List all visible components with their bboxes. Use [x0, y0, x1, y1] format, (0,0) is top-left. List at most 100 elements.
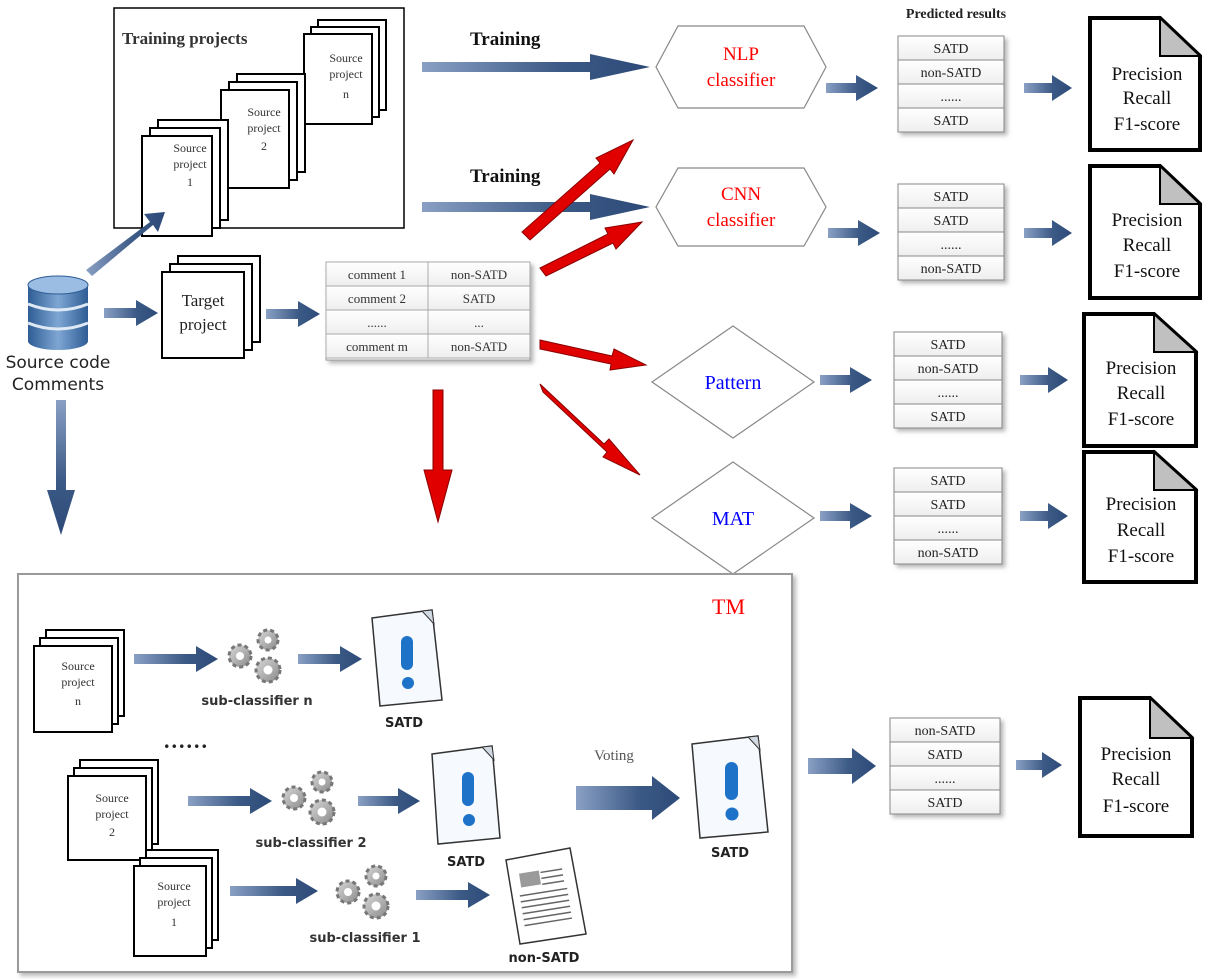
- gears-icon-1: [335, 864, 390, 920]
- metrics-doc-cnn: Precision Recall F1-score: [1088, 163, 1203, 300]
- mat-result-3: ......: [938, 522, 959, 537]
- training-project-1-line1: Source: [173, 141, 206, 155]
- results-table-pattern: [893, 331, 1003, 429]
- mat-classifier: MAT: [650, 461, 816, 575]
- nlp-result-2: non-SATD: [921, 66, 982, 81]
- pattern-result-3: ......: [938, 386, 959, 401]
- pattern-result-1: SATD: [930, 338, 965, 353]
- tm-metric-precision: Precision: [1101, 744, 1172, 765]
- table-row-2-comment: comment 2: [348, 291, 406, 306]
- tm-project-1-line2: project: [157, 895, 191, 909]
- red-arrow-to-mat: [539, 383, 641, 476]
- arrow-pattern-to-metrics: [1020, 367, 1068, 393]
- predicted-results-title: Predicted results: [906, 7, 1007, 22]
- arrow-cnn-to-results: [828, 220, 880, 246]
- arrow-gears-n-to-output: [298, 646, 362, 672]
- tm-project-n-line2: project: [61, 675, 95, 689]
- tm-source-project-2: Source project 2: [67, 759, 159, 861]
- mat-result-4: non-SATD: [918, 546, 979, 561]
- pattern-metric-f1: F1-score: [1108, 409, 1174, 430]
- table-row-4-label: non-SATD: [451, 339, 507, 354]
- tm-result-3: ......: [935, 772, 956, 787]
- results-table-mat: [893, 467, 1003, 565]
- cnn-classifier-line1: CNN: [721, 184, 761, 205]
- satd-output-2: SATD: [447, 855, 485, 870]
- nlp-metric-recall: Recall: [1123, 88, 1172, 109]
- database-label-line2: Comments: [12, 375, 104, 395]
- arrow-target-to-table: [266, 301, 320, 327]
- arrow-tm-project-1-to-gears: [230, 878, 318, 904]
- tm-project-n-line1: Source: [61, 659, 94, 673]
- arrow-tm-project-2-to-gears: [188, 788, 272, 814]
- tm-ellipsis: ......: [164, 728, 209, 753]
- tm-result-4: SATD: [927, 796, 962, 811]
- arrow-db-to-training: [86, 212, 165, 276]
- training-projects-title: Training projects: [122, 29, 248, 48]
- target-project-line2: project: [179, 315, 226, 334]
- training-project-2-line2: project: [247, 121, 281, 135]
- cnn-classifier-line2: classifier: [707, 210, 776, 231]
- cnn-metric-f1: F1-score: [1114, 261, 1180, 282]
- training-label-2: Training: [470, 166, 541, 187]
- cnn-metric-precision: Precision: [1112, 210, 1183, 231]
- nlp-classifier-line2: classifier: [707, 70, 776, 91]
- sub-classifier-n-label: sub-classifier n: [201, 694, 312, 709]
- results-table-cnn: [897, 183, 1005, 281]
- pattern-classifier-label: Pattern: [705, 372, 762, 394]
- training-label-1: Training: [470, 29, 541, 50]
- table-row-3-comment: ......: [367, 315, 387, 330]
- training-arrow-1: [422, 54, 650, 80]
- cnn-result-1: SATD: [933, 190, 968, 205]
- database-icon: [27, 275, 89, 350]
- arrow-tm-project-n-to-gears: [134, 646, 218, 672]
- nlp-result-1: SATD: [933, 42, 968, 57]
- training-source-project-2: Source project 2: [220, 73, 306, 189]
- arrow-db-to-tm: [47, 400, 75, 535]
- tm-result-2: SATD: [927, 748, 962, 763]
- nlp-result-4: SATD: [933, 114, 968, 129]
- target-project: Target project: [161, 255, 261, 359]
- satd-alert-icon-2: [431, 745, 501, 845]
- mat-result-1: SATD: [930, 474, 965, 489]
- table-row-4-comment: comment m: [346, 339, 408, 354]
- arrow-gears-2-to-output: [358, 788, 420, 814]
- tm-result-1: non-SATD: [915, 724, 976, 739]
- arrow-gears-1-to-output: [416, 882, 490, 908]
- training-project-1-line3: 1: [187, 175, 193, 189]
- training-project-n-line2: project: [329, 67, 363, 81]
- pattern-metric-recall: Recall: [1117, 383, 1166, 404]
- voting-label: Voting: [594, 748, 634, 764]
- arrow-db-to-target: [104, 300, 158, 326]
- table-row-1-comment: comment 1: [348, 267, 406, 282]
- arrow-nlp-to-metrics: [1024, 75, 1072, 101]
- gears-icon-2: [281, 770, 336, 826]
- training-project-2-line3: 2: [261, 139, 267, 153]
- metrics-doc-mat: Precision Recall F1-score: [1082, 449, 1199, 584]
- database-label-line1: Source code: [6, 353, 111, 373]
- red-arrow-down-to-tm: [423, 389, 453, 524]
- results-table-tm: [889, 717, 1001, 815]
- non-satd-doc-icon: [505, 847, 587, 945]
- gears-icon-n: [227, 628, 282, 684]
- target-project-line1: Target: [182, 291, 225, 310]
- pattern-result-2: non-SATD: [918, 362, 979, 377]
- arrow-tm-to-results: [808, 748, 876, 784]
- table-row-3-label: ...: [474, 315, 484, 330]
- sub-classifier-2-label: sub-classifier 2: [256, 836, 367, 851]
- tm-metric-f1: F1-score: [1103, 796, 1169, 817]
- red-arrow-to-cnn: [539, 221, 644, 277]
- tm-project-1-line1: Source: [157, 879, 190, 893]
- tm-project-1-line3: 1: [171, 915, 177, 929]
- cnn-metric-recall: Recall: [1123, 235, 1172, 256]
- satd-output-voting: SATD: [711, 846, 749, 861]
- nlp-result-3: ......: [941, 90, 962, 105]
- arrow-mat-to-results: [820, 503, 872, 529]
- cnn-result-4: non-SATD: [921, 262, 982, 277]
- tm-source-project-1: Source project 1: [133, 849, 219, 957]
- training-projects-box: Training projects Source project n Sourc…: [113, 7, 405, 237]
- satd-output-n: SATD: [385, 716, 423, 731]
- pattern-classifier: Pattern: [650, 325, 816, 439]
- tm-source-project-n: Source project n: [33, 629, 125, 733]
- voting-arrow: [576, 776, 680, 820]
- mat-metric-recall: Recall: [1117, 520, 1166, 541]
